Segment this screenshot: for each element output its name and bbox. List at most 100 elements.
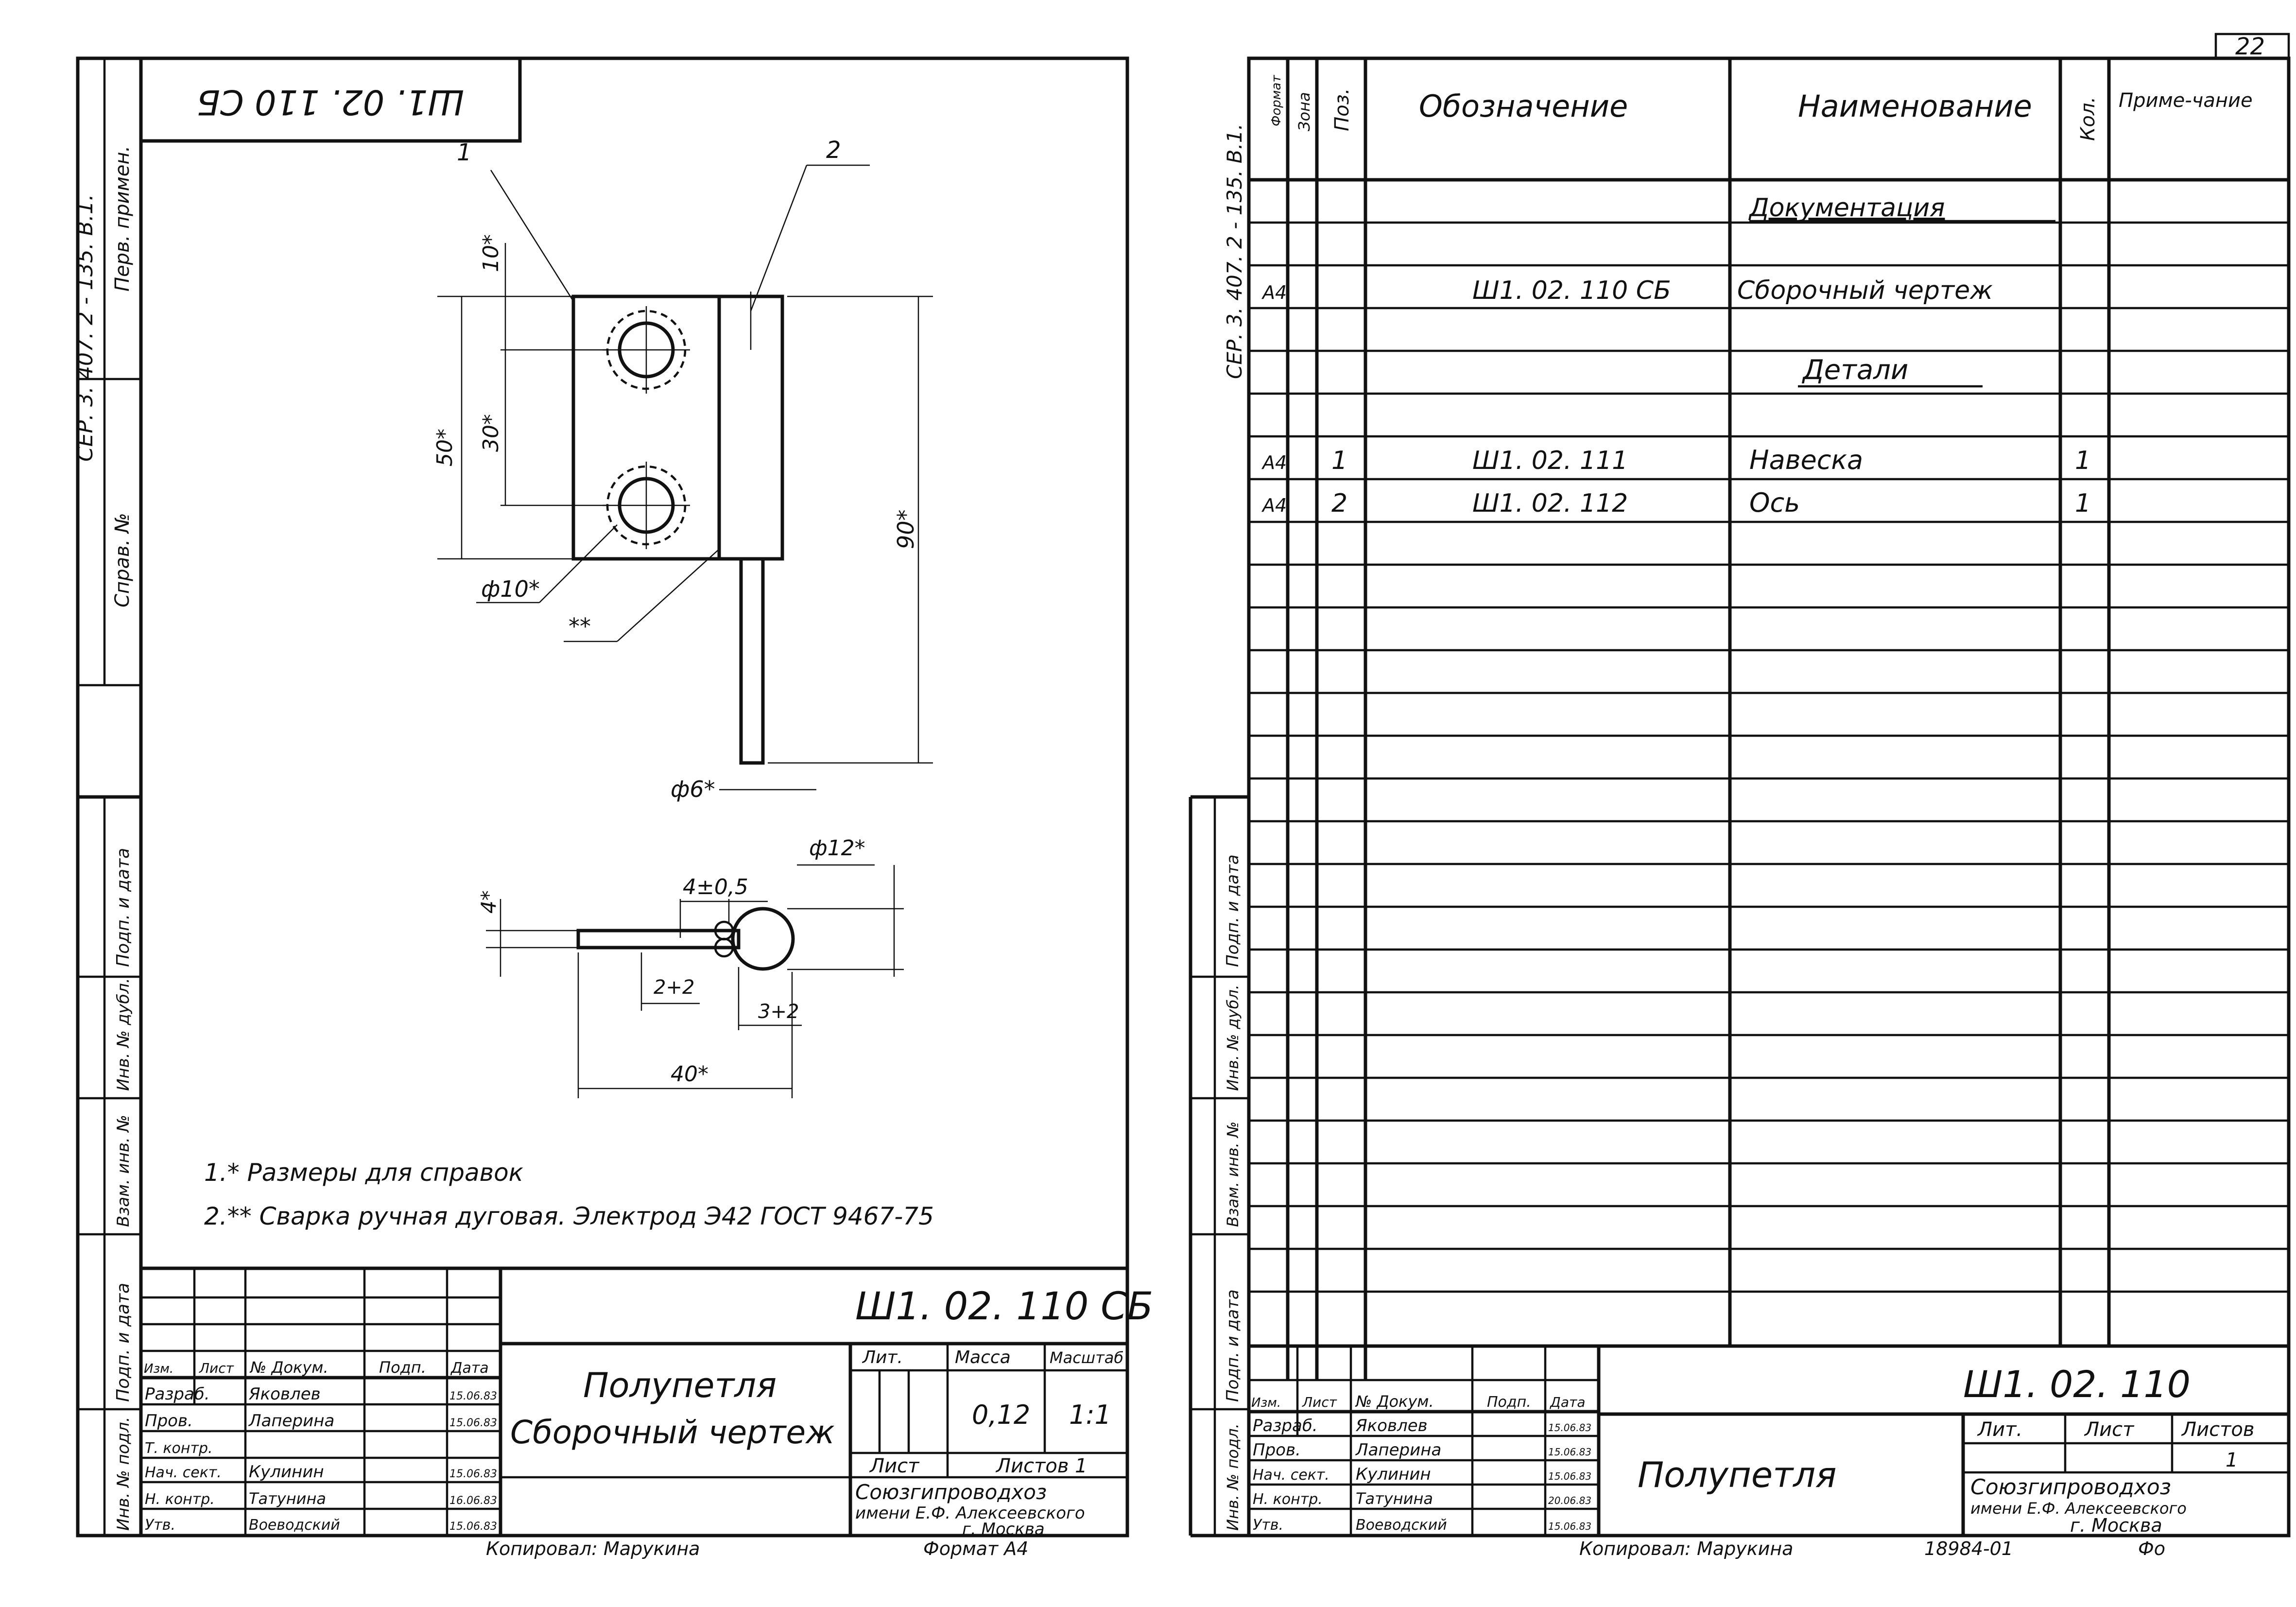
dim-phi6: ф6* [671,776,715,802]
left-org-1: Союзгипроводхоз [855,1480,1047,1504]
right-side-podp-data-1: Подп. и дата [1223,854,1243,967]
section-docs: Документация [1748,193,1945,223]
dim-4-tol: 4±0,5 [683,875,748,899]
side-label-podp-data-2: Подп. и дата [113,1283,133,1402]
left-hdr-izm: Изм. [144,1362,173,1376]
front-view: 50* 30* 10* 90* 1 2 ф10* ** ф6* [432,137,933,802]
left-hdr-list: Лист [199,1360,234,1376]
hdr-zone: Зона [1295,92,1313,131]
top-view: 4* 4±0,5 ф12* 2+2 3+2 40* [477,836,904,1098]
left-doc-code: Ш1. 02. 110 СБ [855,1285,1153,1329]
row1-qty: 1 [2075,446,2091,475]
hdr-format: Формат [1269,75,1284,126]
right-org-2: имени Е.Ф. Алексеевского [1970,1499,2187,1518]
hdr-designation: Обозначение [1419,88,1628,124]
left-role-name-1: Лаперина [248,1411,334,1431]
left-role-3: Нач. сект. [145,1464,222,1481]
right-role-0: Разраб. [1253,1416,1318,1435]
right-role-date-3: 20.06.83 [1548,1495,1591,1506]
left-role-date-4: 16.06.83 [449,1495,497,1507]
right-role-name-2: Кулинин [1356,1465,1431,1484]
right-role-2: Нач. сект. [1253,1467,1329,1484]
dim-50: 50* [432,429,457,467]
right-org-3: г. Москва [2070,1515,2162,1536]
right-sheets-label: Листов [2181,1418,2254,1441]
left-hdr-doc: № Докум. [249,1358,328,1377]
dim-30: 30* [479,414,503,452]
right-role-1: Пров. [1253,1440,1301,1460]
top-stamp-code: Ш1. 02. 110 СБ [197,82,464,122]
left-role-name-0: Яковлев [248,1384,321,1404]
top-stamp-box [139,56,522,143]
dim-3p2: 3+2 [758,1001,799,1023]
pin-shaft [739,557,765,765]
right-side-inv-dubl: Инв. № дубл. [1224,985,1242,1091]
dim-weld: ** [569,613,591,639]
side-label-inv-podl: Инв. № подл. [114,1417,133,1531]
right-footer-format: Фо [2138,1538,2165,1559]
right-role-name-3: Татунина [1356,1489,1433,1508]
left-title-block: Ш1. 02. 110 СБ Полупетля Сборочный черте… [141,1266,1153,1539]
left-role-date-3: 15.06.83 [449,1468,497,1480]
pin-section [731,907,795,971]
left-role-date-0: 15.06.83 [449,1390,497,1402]
left-name-line1: Полупетля [583,1365,777,1405]
right-side-podp-data-2: Подп. и дата [1223,1289,1243,1402]
left-footer-format: Формат А4 [923,1538,1028,1559]
row1-name: Навеска [1749,445,1863,475]
left-role-4: Н. контр. [145,1491,215,1508]
hdr-note: Приме-чание [2119,89,2253,112]
right-sheet-label: Лист [2084,1418,2135,1441]
row1-format: А4 [1261,452,1287,473]
plate-section [576,929,741,950]
page-number-box [2214,33,2290,60]
dim-2p2: 2+2 [654,976,694,999]
right-title-block: Ш1. 02. 110 Полупетля Лит. Лист Листов 1… [1249,1346,2289,1536]
dim-10: 10* [479,234,503,272]
leader-1: 1 [457,139,472,166]
left-org-2: имени Е.Ф. Алексеевского [855,1503,1085,1523]
section-parts: Детали [1801,354,1908,386]
row0-designation: Ш1. 02. 110 СБ [1472,276,1671,305]
left-sheet-label: Лист [869,1455,920,1477]
right-footer-copied: Копировал: Марукина [1579,1538,1793,1559]
left-org-3: г. Москва [962,1520,1045,1539]
left-name-line2: Сборочный чертеж [510,1414,835,1451]
spec-row-0: А4 Ш1. 02. 110 СБ Сборочный чертеж [1261,276,1993,305]
row1-pos: 1 [1331,446,1347,475]
dim-4: 4* [477,890,501,914]
dim-phi12: ф12* [809,836,865,861]
side-label-perv-primen: Перв. примен. [111,146,134,292]
right-role-name-0: Яковлев [1355,1416,1428,1435]
right-org-1: Союзгипроводхоз [1970,1475,2171,1500]
right-hdr-date: Дата [1549,1394,1586,1410]
right-footer-number: 18984-01 [1924,1538,2013,1559]
row0-name: Сборочный чертеж [1737,276,1993,305]
left-role-5: Утв. [145,1517,175,1534]
left-scale-label: Масштаб [1050,1348,1123,1367]
right-role-date-1: 15.06.83 [1548,1446,1591,1458]
hdr-qty: Кол. [2077,97,2099,141]
right-hdr-podp: Подп. [1487,1394,1531,1411]
left-role-name-4: Татунина [249,1489,326,1508]
right-sheet: 22 СЕР. 3. 407. 2 - 135. В.1. Подп. и да… [1189,33,2291,1559]
left-mass: 0,12 [972,1400,1030,1430]
left-role-name-5: Воеводский [249,1517,340,1534]
spec-row-1: А4 1 Ш1. 02. 111 Навеска 1 [1261,445,2091,475]
right-hdr-doc: № Докум. [1355,1392,1434,1411]
left-hdr-podp: Подп. [379,1358,426,1377]
row1-designation: Ш1. 02. 111 [1472,446,1628,475]
series-code-right: СЕР. 3. 407. 2 - 135. В.1. [1223,123,1246,379]
left-sheets-label: Листов 1 [995,1455,1088,1477]
left-role-date-1: 15.06.83 [449,1417,497,1429]
right-role-4: Утв. [1253,1517,1283,1534]
spec-table: Формат Зона Поз. Обозначение Наименовани… [1249,58,2289,1380]
row2-format: А4 [1261,495,1287,516]
row0-format: А4 [1261,282,1287,303]
row2-designation: Ш1. 02. 112 [1472,489,1628,518]
left-scale: 1:1 [1069,1400,1111,1430]
right-role-name-1: Лаперина [1355,1440,1441,1460]
left-hdr-date: Дата [450,1360,489,1377]
right-role-name-4: Воеводский [1356,1517,1447,1534]
